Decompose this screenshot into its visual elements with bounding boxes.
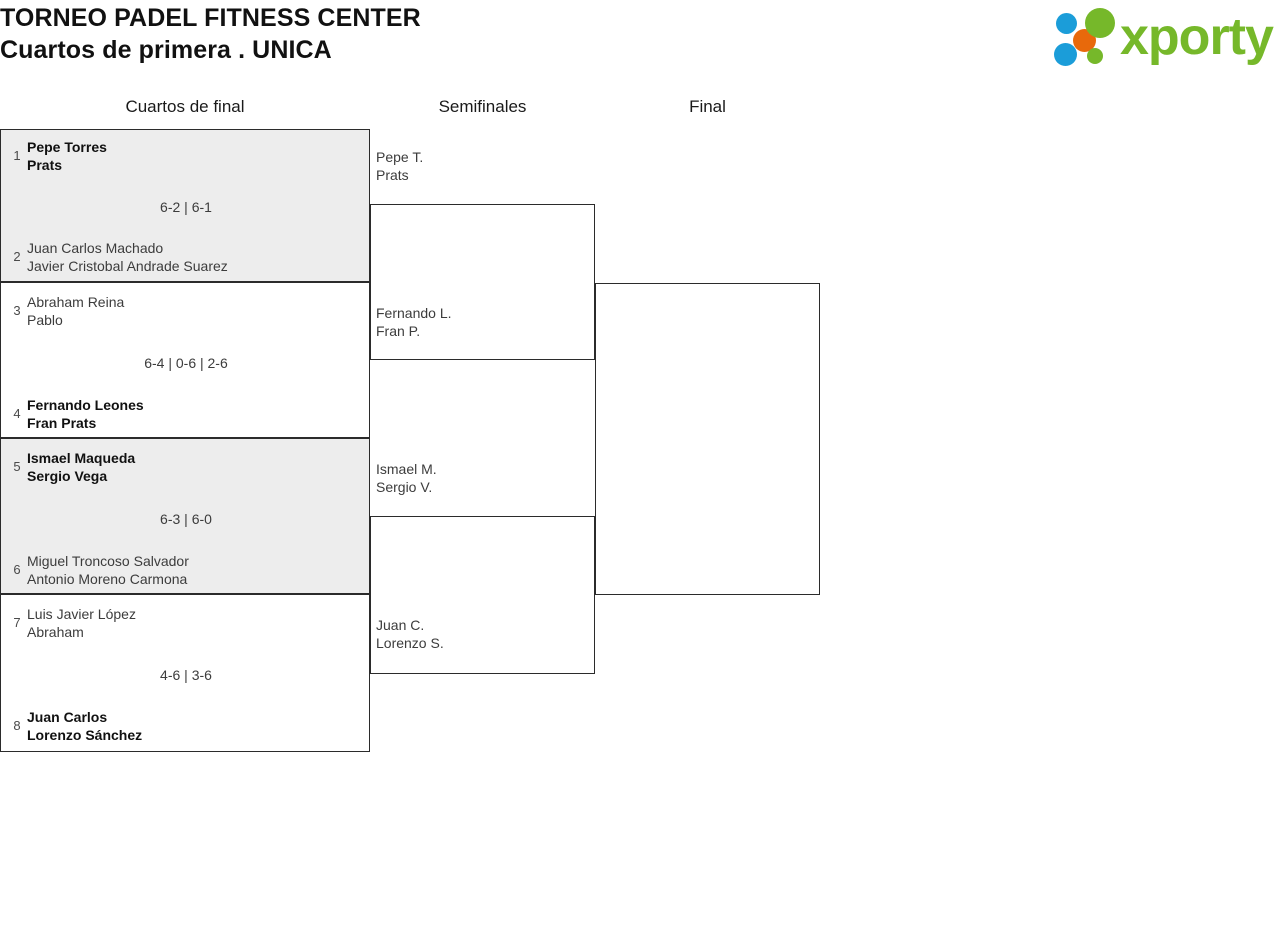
match-row[interactable]: 7 Luis Javier López Abraham 4-6 | 3-6 8 … (0, 594, 370, 752)
team-names: Fernando Leones Fran Prats (27, 396, 363, 432)
final-connector[interactable] (595, 283, 820, 595)
team-names: Luis Javier López Abraham (27, 605, 363, 641)
player-name: Luis Javier López (27, 606, 136, 622)
player-name: Abraham (27, 624, 84, 640)
player-name: Miguel Troncoso Salvador (27, 553, 189, 569)
player-name: Fran Prats (27, 415, 97, 431)
player-name: Javier Cristobal Andrade Suarez (27, 258, 228, 274)
team-names: Abraham Reina Pablo (27, 293, 363, 329)
semifinal-connector-bottom[interactable] (370, 516, 595, 674)
player-name: Sergio Vega (27, 468, 108, 484)
seed-number: 2 (13, 249, 21, 264)
player-name: Fernando Leones (27, 397, 144, 413)
match-row[interactable]: 1 Pepe Torres Prats 6-2 | 6-1 2 Juan Car… (0, 129, 370, 282)
team-names: Juan Carlos Machado Javier Cristobal And… (27, 239, 363, 275)
player-name: Fran P. (376, 323, 421, 339)
logo-wordmark: xporty (1120, 8, 1274, 66)
logo-dots-group (1052, 6, 1128, 66)
team-names: Ismael Maqueda Sergio Vega (27, 449, 363, 485)
title-block: TORNEO PADEL FITNESS CENTER Cuartos de p… (0, 2, 421, 66)
match-row[interactable]: 5 Ismael Maqueda Sergio Vega 6-3 | 6-0 6… (0, 438, 370, 594)
round-heading-semifinals: Semifinales (438, 97, 527, 116)
page-header: TORNEO PADEL FITNESS CENTER Cuartos de p… (0, 0, 1280, 72)
blue-dot-top-icon (1056, 13, 1077, 34)
player-name: Ismael M. (376, 461, 437, 477)
match-score: 6-2 | 6-1 (160, 199, 212, 215)
category-subtitle: Cuartos de primera . UNICA (0, 36, 332, 64)
match-score: 6-3 | 6-0 (160, 511, 212, 527)
player-name: Lorenzo S. (376, 635, 444, 651)
player-name: Prats (376, 167, 409, 183)
semifinal-team: Juan C. Lorenzo S. (376, 616, 444, 652)
seed-number: 7 (13, 615, 21, 630)
seed-number: 5 (13, 459, 21, 474)
player-name: Fernando L. (376, 305, 452, 321)
tournament-title: TORNEO PADEL FITNESS CENTER (0, 4, 421, 32)
blue-dot-bottom-icon (1054, 43, 1077, 66)
team-names: Pepe Torres Prats (27, 138, 363, 174)
semifinal-team: Ismael M. Sergio V. (376, 460, 437, 496)
semifinal-connector-top[interactable] (370, 204, 595, 360)
semifinal-team: Fernando L. Fran P. (376, 304, 452, 340)
semifinal-team: Pepe T. Prats (376, 148, 423, 184)
player-name: Juan Carlos Machado (27, 240, 164, 256)
player-name: Lorenzo Sánchez (27, 727, 143, 743)
green-dot-large-icon (1085, 8, 1115, 38)
player-name: Prats (27, 157, 63, 173)
player-name: Sergio V. (376, 479, 433, 495)
match-score: 4-6 | 3-6 (160, 667, 212, 683)
seed-number: 1 (13, 148, 21, 163)
seed-number: 3 (13, 303, 21, 318)
player-name: Juan Carlos (27, 709, 108, 725)
round-heading-quarterfinals: Cuartos de final (125, 97, 245, 116)
player-name: Pepe Torres (27, 139, 107, 155)
seed-number: 4 (13, 406, 21, 421)
player-name: Antonio Moreno Carmona (27, 571, 188, 587)
player-name: Pepe T. (376, 149, 424, 165)
player-name: Ismael Maqueda (27, 450, 136, 466)
player-name: Abraham Reina (27, 294, 125, 310)
seed-number: 8 (13, 718, 21, 733)
player-name: Juan C. (376, 617, 425, 633)
round-heading-final: Final (689, 97, 726, 116)
xporty-logo[interactable]: xporty (1052, 6, 1276, 68)
player-name: Pablo (27, 312, 63, 328)
team-names: Miguel Troncoso Salvador Antonio Moreno … (27, 552, 363, 588)
team-names: Juan Carlos Lorenzo Sánchez (27, 708, 363, 744)
green-dot-small-icon (1087, 48, 1103, 64)
seed-number: 6 (13, 562, 21, 577)
match-row[interactable]: 3 Abraham Reina Pablo 6-4 | 0-6 | 2-6 4 … (0, 282, 370, 438)
match-score: 6-4 | 0-6 | 2-6 (144, 355, 228, 371)
